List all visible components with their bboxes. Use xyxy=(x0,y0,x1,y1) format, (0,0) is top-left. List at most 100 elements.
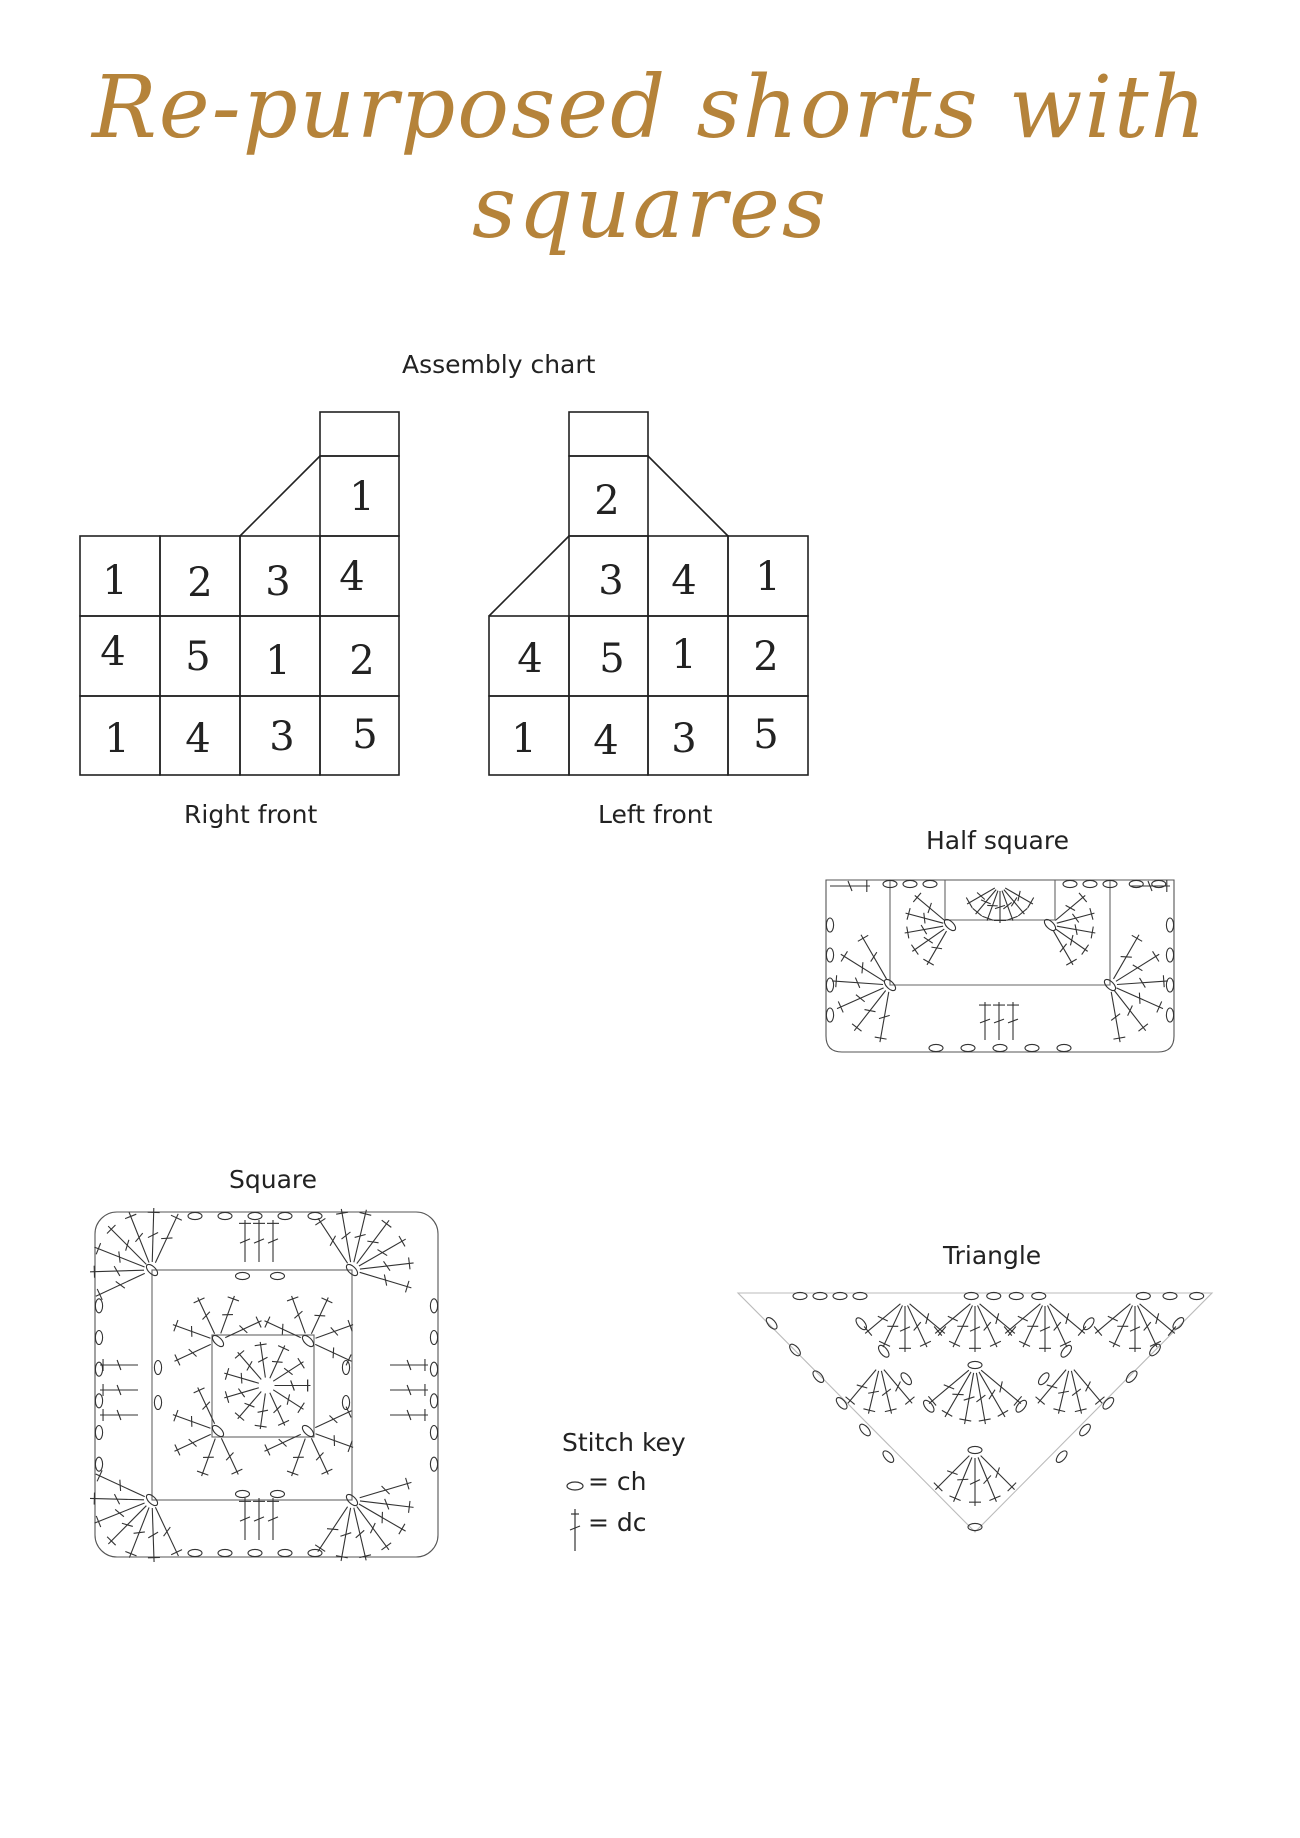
chain-stitch-symbol xyxy=(928,1043,944,1053)
dc-stitch-symbol xyxy=(845,1369,877,1405)
dc-stitch-symbol xyxy=(224,1368,259,1384)
stitch-key-dc-label: = dc xyxy=(588,1508,647,1537)
chain-stitch-symbol xyxy=(1060,1344,1073,1358)
dc-stitch-symbol xyxy=(359,1271,412,1293)
dc-stitch-symbol xyxy=(390,1409,428,1421)
chart-cell-number: 2 xyxy=(753,634,778,680)
chart-cell-number: 1 xyxy=(265,638,290,684)
chain-stitch-symbol xyxy=(94,1329,104,1346)
chain-stitch-symbol xyxy=(307,1548,323,1558)
stitch-key-symbols xyxy=(566,1481,584,1551)
chain-stitch-symbol xyxy=(1037,1372,1050,1386)
dc-stitch-symbol xyxy=(264,1316,301,1339)
dc-stitch-symbol xyxy=(95,1470,145,1498)
dc-stitch-symbol xyxy=(390,1359,428,1371)
dc-stitch-symbol xyxy=(100,1409,138,1421)
dc-stitch-symbol xyxy=(1053,1370,1070,1414)
dc-stitch-symbol xyxy=(1056,907,1095,924)
dc-stitch-symbol xyxy=(840,951,885,982)
dc-stitch-symbol xyxy=(1055,928,1090,955)
chain-stitch-symbol xyxy=(1008,1291,1024,1301)
page-title: Re-purposed shorts with squares xyxy=(91,58,1208,258)
stitch-key-ch-label: = ch xyxy=(588,1467,647,1496)
chain-stitch-symbol xyxy=(967,1522,983,1532)
dc-stitch-symbol xyxy=(196,1438,216,1477)
chain-stitch-symbol xyxy=(963,1291,979,1301)
dc-stitch-symbol xyxy=(358,1235,407,1267)
chain-stitch-symbol xyxy=(153,1359,163,1376)
chain-stitch-symbol xyxy=(187,1211,203,1221)
chain-stitch-symbol xyxy=(825,917,835,933)
square-inner-ring xyxy=(151,1269,353,1501)
dc-stitch-symbol xyxy=(904,924,944,939)
chart-cell-number: 2 xyxy=(594,478,619,524)
chain-stitch-symbol xyxy=(922,1399,935,1413)
chain-stitch-icon xyxy=(566,1481,584,1491)
chain-stitch-symbol xyxy=(429,1329,439,1346)
chain-stitch-symbol xyxy=(1165,1007,1175,1023)
dc-stitch-symbol xyxy=(315,1343,352,1366)
dc-stitch-symbol xyxy=(94,1502,145,1528)
triangle-label: Triangle xyxy=(943,1241,1042,1270)
dc-stitch-symbol xyxy=(933,1303,971,1337)
chain-stitch-symbol xyxy=(1128,879,1144,889)
chain-stitch-symbol xyxy=(145,1263,159,1277)
dc-stitch-symbol xyxy=(272,1389,305,1414)
chart-cell-number: 1 xyxy=(755,554,780,600)
dc-stitch-symbol xyxy=(253,1498,265,1540)
dc-stitch-symbol xyxy=(1055,892,1088,921)
dc-stitch-symbol xyxy=(907,1305,932,1348)
dc-stitch-symbol xyxy=(1116,987,1164,1013)
chain-stitch-symbol xyxy=(859,1423,871,1437)
dc-stitch-symbol xyxy=(1003,889,1028,917)
chain-stitch-symbol xyxy=(217,1211,233,1221)
dc-stitch-symbol xyxy=(174,1433,211,1456)
dc-stitch-symbol xyxy=(1003,1303,1041,1337)
dc-stitch-symbol xyxy=(1004,887,1035,909)
dc-stitch-symbol xyxy=(94,1242,145,1268)
dc-stitch-symbol xyxy=(1018,1305,1043,1348)
chain-stitch-symbol xyxy=(825,977,835,993)
dc-stitch-symbol xyxy=(314,1506,349,1553)
square-diagram xyxy=(90,1208,439,1562)
chain-stitch-symbol xyxy=(765,1317,778,1330)
chain-stitch-symbol xyxy=(1189,1291,1205,1301)
chain-stitch-symbol xyxy=(217,1548,233,1558)
dc-stitch-symbol xyxy=(993,1002,1005,1040)
dc-stitch-symbol xyxy=(100,1359,138,1371)
chain-stitch-symbol xyxy=(234,1271,251,1281)
dc-stitch-symbol xyxy=(336,1208,352,1263)
chart-cell-number: 5 xyxy=(185,634,210,680)
dc-stitch-symbol xyxy=(830,880,870,892)
chain-stitch-symbol xyxy=(1151,879,1167,889)
dc-stitch-symbol xyxy=(1130,880,1170,892)
dc-stitch-symbol xyxy=(949,1457,973,1502)
dc-stitch-symbol xyxy=(994,891,1006,923)
chain-stitch-symbol xyxy=(883,978,897,992)
dc-stitch-symbol xyxy=(1070,1370,1087,1414)
chart-cell xyxy=(319,695,400,776)
dc-stitch-symbol xyxy=(356,1506,392,1551)
chain-stitch-symbol xyxy=(211,1334,225,1348)
dc-stitch-symbol xyxy=(264,1433,301,1456)
dc-stitch-symbol xyxy=(286,1438,306,1477)
dc-stitch-symbol xyxy=(95,1272,145,1301)
chain-stitch-symbol xyxy=(922,879,938,889)
dc-stitch-symbol xyxy=(124,1212,150,1263)
dc-stitch-symbol xyxy=(1035,1369,1067,1405)
right-front-chart xyxy=(79,411,400,776)
chain-stitch-symbol xyxy=(269,1489,286,1499)
dc-stitch-symbol xyxy=(220,1438,243,1475)
dc-stitch-symbol xyxy=(335,1507,352,1562)
chain-stitch-symbol xyxy=(1055,1450,1068,1463)
dc-stitch-symbol xyxy=(959,1372,975,1425)
chain-stitch-symbol xyxy=(94,1361,104,1377)
dc-stitch-symbol xyxy=(234,1350,262,1380)
half-square-diagram xyxy=(825,879,1175,1053)
half-square-outline xyxy=(825,879,1175,1053)
dc-stitch-symbol xyxy=(172,1319,211,1339)
chain-stitch-symbol xyxy=(1103,978,1117,992)
chain-stitch-symbol xyxy=(1043,918,1057,932)
dc-stitch-symbol xyxy=(224,1387,259,1403)
chart-cell-number: 4 xyxy=(339,554,364,600)
